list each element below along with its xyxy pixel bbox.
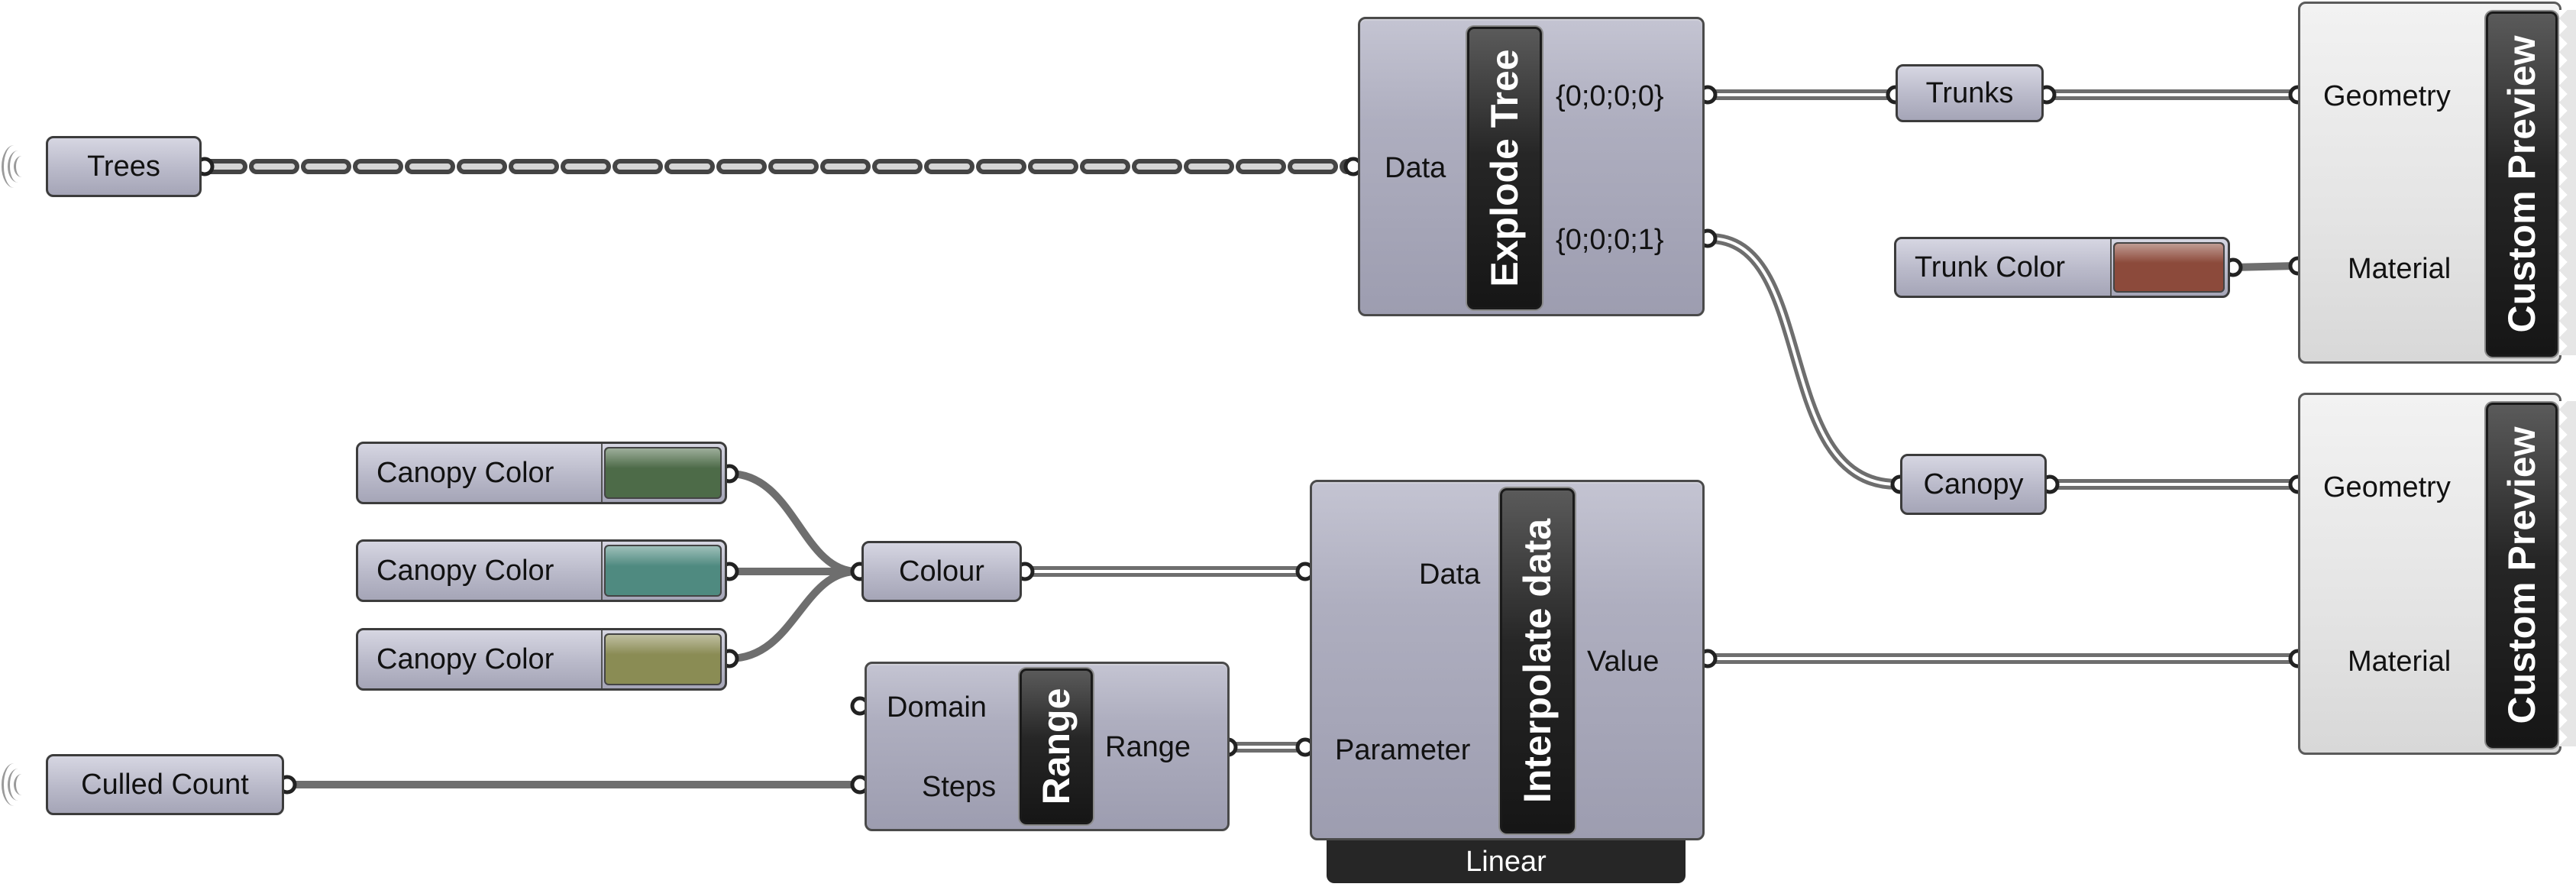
preview2-material-label: Material: [2348, 646, 2452, 678]
explode-tree-title-bar[interactable]: Explode Tree: [1467, 27, 1542, 309]
canopy-color-chip-1[interactable]: [604, 447, 722, 499]
culled-count-label: Culled Count: [81, 768, 249, 801]
interpolate-data-input-label: Data: [1419, 558, 1481, 591]
interpolate-parameter-input-label: Parameter: [1335, 734, 1471, 766]
explode-data-input-label: Data: [1385, 152, 1446, 184]
canopy-color-label-2: Canopy Color: [377, 554, 554, 587]
interpolate-mode-footer[interactable]: Linear: [1327, 840, 1686, 883]
canopy-color-label-3: Canopy Color: [377, 643, 554, 675]
canopy-param[interactable]: Canopy: [1900, 454, 2047, 515]
preview1-title-bar[interactable]: Custom Preview: [2486, 11, 2558, 357]
receiver-signal-icon: [2, 144, 27, 189]
trunk-color-swatch[interactable]: Trunk Color: [1894, 237, 2230, 298]
range-domain-input-label: Domain: [887, 691, 987, 724]
preview-zigzag-edge: [2559, 10, 2576, 355]
canopy-color-label-1: Canopy Color: [377, 456, 554, 489]
trees-param[interactable]: Trees: [46, 136, 202, 197]
range-title-bar[interactable]: Range: [1020, 668, 1093, 824]
colour-param[interactable]: Colour: [861, 541, 1022, 602]
range-steps-input-label: Steps: [922, 771, 997, 803]
wire-canopycolor1-to-colour: [729, 470, 858, 575]
custom-preview-component-2[interactable]: Geometry Material Custom Preview: [2298, 393, 2576, 755]
wire-trunkcolor-to-preview1-material: [2232, 262, 2296, 271]
canopy-color-swatch-2[interactable]: Canopy Color: [356, 539, 727, 602]
canopy-color-swatch-1[interactable]: Canopy Color: [356, 442, 727, 504]
range-component[interactable]: Domain Steps Range Range: [865, 662, 1230, 831]
receiver-signal-icon: [2, 762, 27, 808]
canopy-color-swatch-3[interactable]: Canopy Color: [356, 628, 727, 691]
explode-tree-component[interactable]: Data Explode Tree {0;0;0;0} {0;0;0;1}: [1358, 17, 1705, 316]
explode-output-1-label: {0;0;0;1}: [1556, 224, 1664, 256]
wire-explode-to-canopy: [1708, 233, 1898, 490]
interpolate-mode-label: Linear: [1466, 845, 1547, 878]
colour-label: Colour: [899, 555, 984, 588]
trunks-label: Trunks: [1925, 76, 2014, 109]
preview1-title: Custom Preview: [2500, 35, 2543, 333]
explode-output-0-label: {0;0;0;0}: [1556, 80, 1664, 112]
interpolate-data-component[interactable]: Data Parameter Interpolate data Value: [1310, 480, 1705, 840]
swatch-separator: [601, 630, 603, 688]
preview1-geometry-label: Geometry: [2323, 80, 2451, 112]
canopy-color-chip-2[interactable]: [604, 545, 722, 597]
interpolate-title-bar[interactable]: Interpolate data: [1500, 488, 1575, 834]
canopy-color-chip-3[interactable]: [604, 633, 722, 685]
trees-label: Trees: [87, 150, 160, 183]
custom-preview-component-1[interactable]: Geometry Material Custom Preview: [2298, 2, 2576, 364]
preview2-title-bar[interactable]: Custom Preview: [2486, 403, 2558, 748]
interpolate-title: Interpolate data: [1516, 518, 1559, 804]
range-title: Range: [1035, 688, 1078, 805]
trunk-color-label: Trunk Color: [1915, 251, 2066, 283]
culled-count-param[interactable]: Culled Count: [46, 754, 284, 815]
preview-zigzag-edge: [2559, 401, 2576, 746]
preview1-material-label: Material: [2348, 253, 2452, 285]
explode-tree-title: Explode Tree: [1483, 49, 1526, 287]
canopy-label: Canopy: [1923, 468, 2024, 500]
preview2-title: Custom Preview: [2500, 426, 2543, 724]
swatch-separator: [601, 542, 603, 600]
range-output-label: Range: [1105, 731, 1191, 763]
trunk-color-chip[interactable]: [2113, 242, 2225, 293]
trunks-param[interactable]: Trunks: [1896, 64, 2044, 122]
interpolate-value-output-label: Value: [1587, 646, 1660, 678]
swatch-separator: [2110, 239, 2112, 296]
preview2-geometry-label: Geometry: [2323, 471, 2451, 503]
swatch-separator: [601, 444, 603, 502]
wire-canopycolor3-to-colour: [729, 568, 858, 662]
